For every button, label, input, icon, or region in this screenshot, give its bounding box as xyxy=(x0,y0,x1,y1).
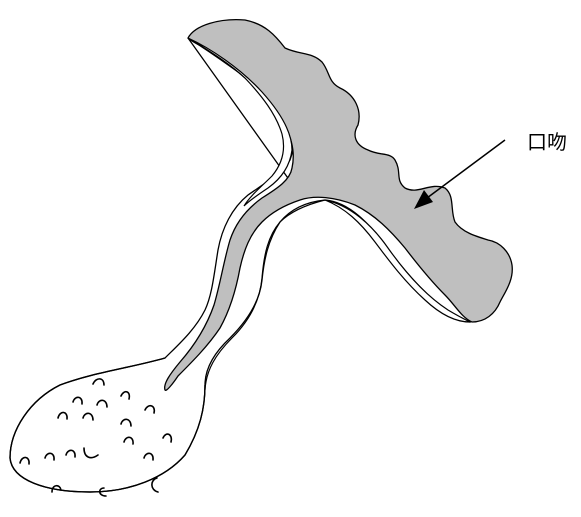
proboscis-label: 口吻 xyxy=(527,126,567,155)
hook xyxy=(152,478,158,492)
label-pointer-line xyxy=(427,140,505,198)
